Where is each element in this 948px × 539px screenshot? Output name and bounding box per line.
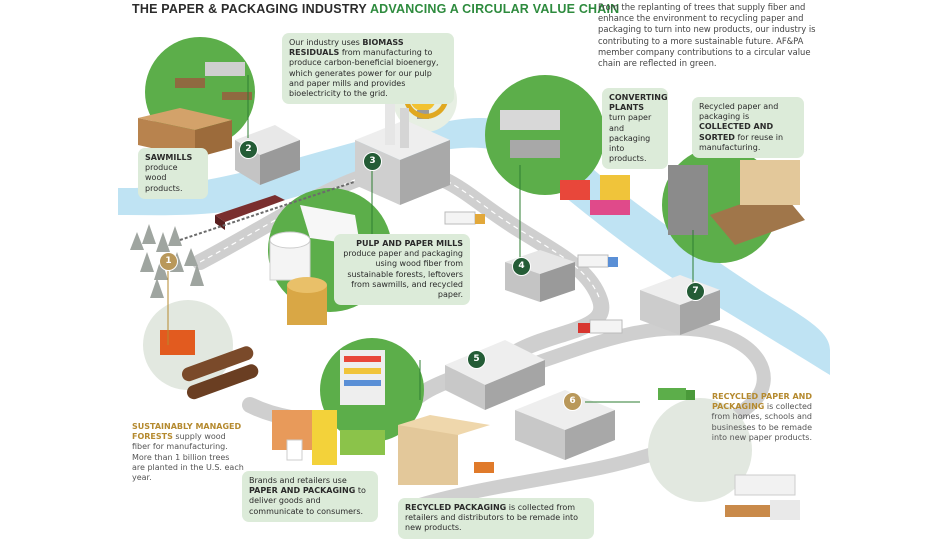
pulp-mills-text: produce paper and packaging using wood f… — [343, 249, 463, 300]
sawmills-bold: SAWMILLS — [145, 153, 193, 162]
train — [215, 195, 285, 230]
brands-bold: PAPER AND PACKAGING — [249, 486, 356, 496]
intro-text: From the replanting of trees that supply… — [598, 2, 816, 69]
page-title: THE PAPER & PACKAGING INDUSTRY ADVANCING… — [132, 2, 619, 16]
collected-bold: COLLECTED AND SORTED — [699, 122, 774, 142]
collected-pre: Recycled paper and packaging is — [699, 102, 779, 122]
pulp-mills-box: PULP AND PAPER MILLS produce paper and p… — [334, 234, 470, 306]
sawmills-box: SAWMILLS produce wood products. — [138, 148, 208, 199]
sawmill-equipment — [175, 62, 252, 100]
step-number-6: 6 — [563, 392, 582, 411]
forest-trees — [130, 224, 204, 298]
school-building — [515, 390, 615, 460]
converting-bold: CONVERTING PLANTS — [609, 93, 668, 113]
brands-retailers-box: Brands and retailers use PAPER AND PACKA… — [242, 471, 378, 522]
recycled-packaging-text: is collected from retailers and distribu… — [405, 503, 579, 533]
biomass-bold: BIOMASS RESIDUALS — [289, 38, 404, 58]
retail-shelves — [340, 350, 385, 405]
biomass-text: from manufacturing to produce carbon-ben… — [289, 48, 439, 99]
step-number-2: 2 — [239, 140, 258, 159]
school-circle — [648, 398, 752, 502]
converting-text: turn paper and packaging into products. — [609, 113, 652, 164]
truck-icon — [578, 319, 623, 334]
store-building — [445, 340, 545, 410]
road — [413, 321, 771, 512]
truck-icon — [577, 254, 618, 268]
pulp-mill-factory — [355, 100, 450, 205]
sawmills-text: produce wood products. — [145, 163, 183, 193]
biomass-pre: Our industry uses — [289, 38, 363, 47]
river — [118, 118, 830, 376]
step-number-5: 5 — [467, 350, 486, 369]
step-number-7: 7 — [686, 282, 705, 301]
truck-icon — [658, 388, 695, 400]
paper-stacks — [725, 474, 800, 520]
recycled-packaging-bold: RECYCLED PACKAGING — [405, 503, 507, 512]
collected-text: for reuse in manufacturing. — [699, 132, 784, 152]
leader-lines — [247, 75, 694, 403]
biomass-box: Our industry uses BIOMASS RESIDUALS from… — [282, 33, 454, 105]
log-pile — [181, 346, 259, 400]
brands-pre: Brands and retailers use — [249, 476, 347, 485]
forests-body: supply wood fiber for manufacturing. Mor… — [132, 432, 244, 483]
recycled-paper-text: RECYCLED PAPER AND PACKAGING is collecte… — [700, 392, 812, 443]
title-part2: ADVANCING A CIRCULAR VALUE CHAIN — [369, 2, 620, 16]
rail-track — [179, 179, 361, 241]
truck-icon — [444, 211, 485, 225]
converting-box: CONVERTING PLANTS turn paper and packagi… — [602, 88, 668, 170]
recycled-packaging-box: RECYCLED PACKAGING is collected from ret… — [398, 498, 594, 539]
packaged-goods — [272, 410, 385, 465]
collected-sorted-box: Recycled paper and packaging is COLLECTE… — [692, 97, 804, 159]
pulp-mills-bold: PULP AND PAPER MILLS — [356, 239, 463, 248]
forests-text: SUSTAINABLY MANAGED FORESTS supply wood … — [132, 422, 244, 483]
recycled-paper-bold: RECYCLED PAPER AND PACKAGING — [711, 392, 812, 412]
recycled-paper-body: is collected from homes, schools and bus… — [711, 402, 812, 442]
converting-circle — [485, 75, 605, 195]
recycled-boxes — [398, 415, 490, 485]
forestry-tractor — [160, 330, 195, 355]
brands-text: to deliver goods and communicate to cons… — [249, 486, 366, 516]
truck-icon — [474, 462, 494, 473]
forests-bold: SUSTAINABLY MANAGED FORESTS — [132, 422, 242, 442]
step-number-3: 3 — [363, 152, 382, 171]
title-part1: THE PAPER & PACKAGING INDUSTRY — [132, 2, 367, 16]
step-number-1: 1 — [159, 252, 178, 271]
step-number-4: 4 — [512, 257, 531, 276]
converting-machinery — [500, 110, 630, 215]
sorting-facility — [668, 160, 805, 245]
